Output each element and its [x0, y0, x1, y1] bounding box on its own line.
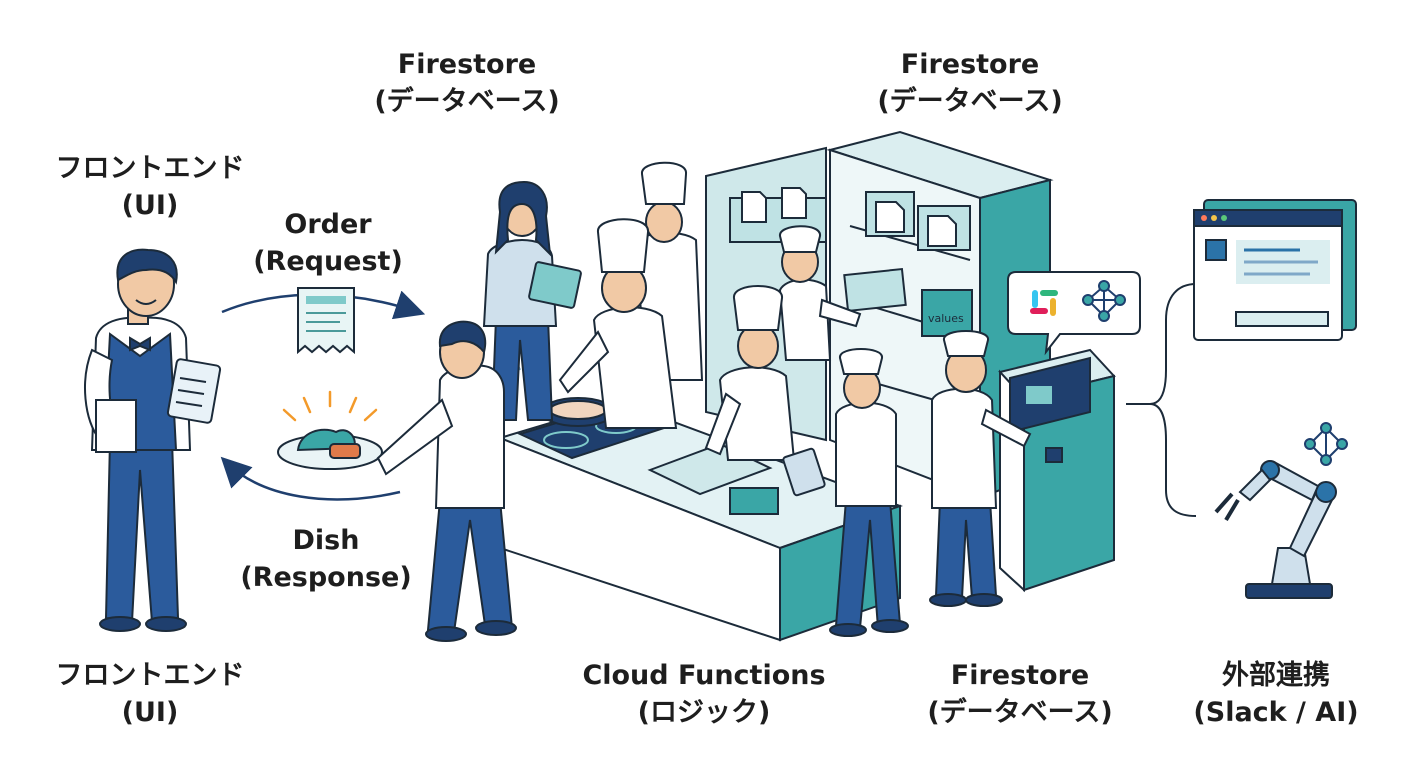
chef-figure	[558, 218, 678, 429]
firestore-label-top-left: Firestore (データベース)	[374, 46, 559, 120]
dish-label-line2: (Response)	[240, 562, 412, 593]
firestore-label-bottom: Firestore (データベース)	[927, 657, 1112, 731]
waiter-figure	[84, 248, 222, 632]
external-integration-label: 外部連携 (Slack / AI)	[1193, 657, 1358, 731]
frontend-label-top-line2: (UI)	[121, 190, 179, 221]
order-label-line2: (Request)	[253, 246, 403, 277]
staff-with-tablet	[482, 180, 582, 421]
frontend-label-bottom-line1: フロントエンド	[55, 660, 245, 691]
chef-figure	[929, 330, 1032, 607]
firestore-label-top-left-line2: (データベース)	[374, 86, 560, 117]
order-label-line1: Order	[284, 209, 372, 240]
chef-figure	[782, 348, 909, 637]
firestore-label-top-right: Firestore (データベース)	[877, 46, 1062, 120]
container-tag: values	[928, 312, 964, 325]
frontend-label-bottom-line2: (UI)	[121, 697, 179, 728]
robot-arm-icon	[1214, 460, 1337, 599]
firestore-label-top-right-line2: (データベース)	[877, 86, 1063, 117]
dish-label: Dish (Response)	[240, 522, 411, 596]
firestore-label-bottom-line1: Firestore	[950, 660, 1090, 691]
cloud-functions-label: Cloud Functions (ロジック)	[582, 657, 825, 731]
dish-label-line1: Dish	[292, 525, 360, 556]
kitchen-counter	[496, 400, 903, 642]
firestore-label-top-left-line1: Firestore	[397, 49, 537, 80]
frontend-label-top-line1: フロントエンド	[55, 153, 245, 184]
dish-icon	[277, 390, 383, 470]
chef-figure	[778, 225, 862, 361]
browser-window-icon	[1193, 199, 1357, 341]
firestore-label-bottom-line2: (データベース)	[927, 697, 1113, 728]
frontend-label-top: フロントエンド (UI)	[56, 150, 245, 224]
firestore-label-top-right-line1: Firestore	[900, 49, 1040, 80]
order-label: Order (Request)	[253, 206, 403, 280]
external-integration-label-line2: (Slack / AI)	[1193, 697, 1359, 728]
cloud-functions-label-line1: Cloud Functions	[582, 660, 826, 691]
ai-network-icon	[1082, 280, 1126, 322]
ai-network-icon	[1304, 422, 1348, 466]
server-figure	[376, 320, 517, 642]
dish-arrow	[220, 456, 401, 501]
cloud-functions-label-line2: (ロジック)	[637, 697, 771, 728]
receipt-icon	[297, 287, 355, 355]
connector-lines	[1126, 283, 1197, 517]
frontend-label-bottom: フロントエンド (UI)	[56, 657, 245, 731]
kiosk-terminal	[998, 348, 1116, 593]
chef-figure	[704, 285, 796, 461]
external-integration-label-line1: 外部連携	[1221, 660, 1330, 691]
slack-icon	[1030, 290, 1058, 316]
